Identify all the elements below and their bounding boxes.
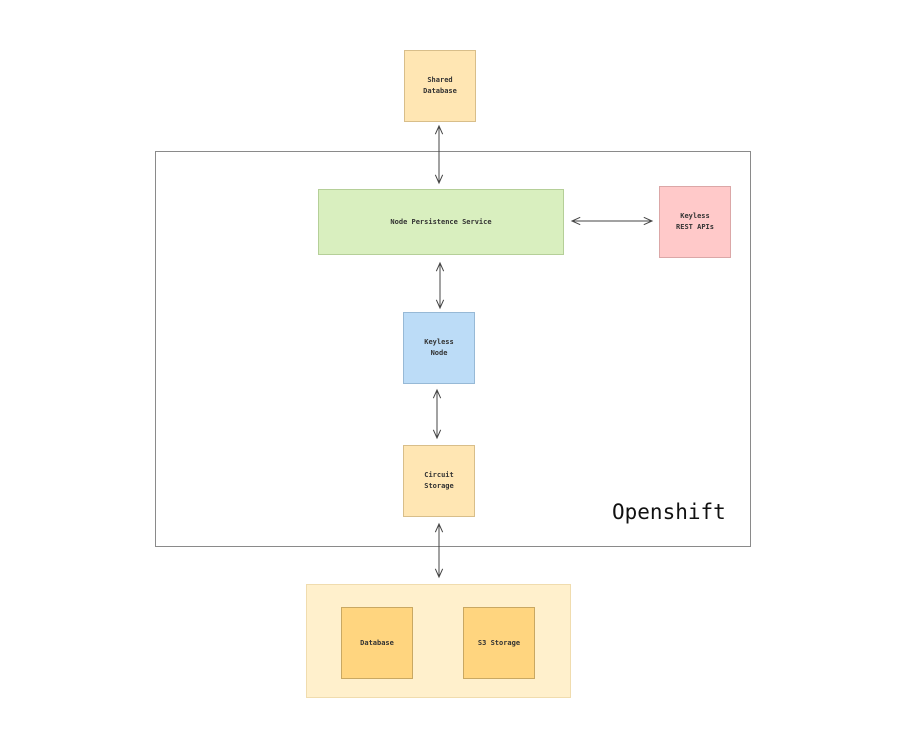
edge-shared-database-to-nps (434, 124, 444, 185)
keyless-node-node[interactable]: Keyless Node (403, 312, 475, 384)
circuit-storage-node[interactable]: Circuit Storage (403, 445, 475, 517)
arrowhead (435, 299, 445, 310)
shared-database-node[interactable]: Shared Database (404, 50, 476, 122)
node-persistence-service-node[interactable]: Node Persistence Service (318, 189, 564, 255)
edge-nps-to-keyless-node (435, 261, 445, 310)
openshift-label: Openshift (612, 500, 726, 524)
openshift-frame (155, 151, 751, 547)
s3-storage-node[interactable]: S3 Storage (463, 607, 535, 679)
arrowhead (434, 124, 444, 135)
arrowhead (435, 261, 445, 272)
keyless-rest-apis-node[interactable]: Keyless REST APIs (659, 186, 731, 258)
arrowhead (434, 522, 444, 533)
database-node[interactable]: Database (341, 607, 413, 679)
edge-keyless-node-to-circuit-storage (432, 388, 442, 440)
edge-circuit-storage-to-storage-group (434, 522, 444, 579)
arrowhead (434, 568, 444, 579)
arrowhead (432, 388, 442, 399)
arrowhead (570, 216, 581, 226)
arrowhead (434, 174, 444, 185)
arrowhead (643, 216, 654, 226)
arrowhead (432, 429, 442, 440)
edge-nps-to-rest-apis (570, 216, 654, 226)
